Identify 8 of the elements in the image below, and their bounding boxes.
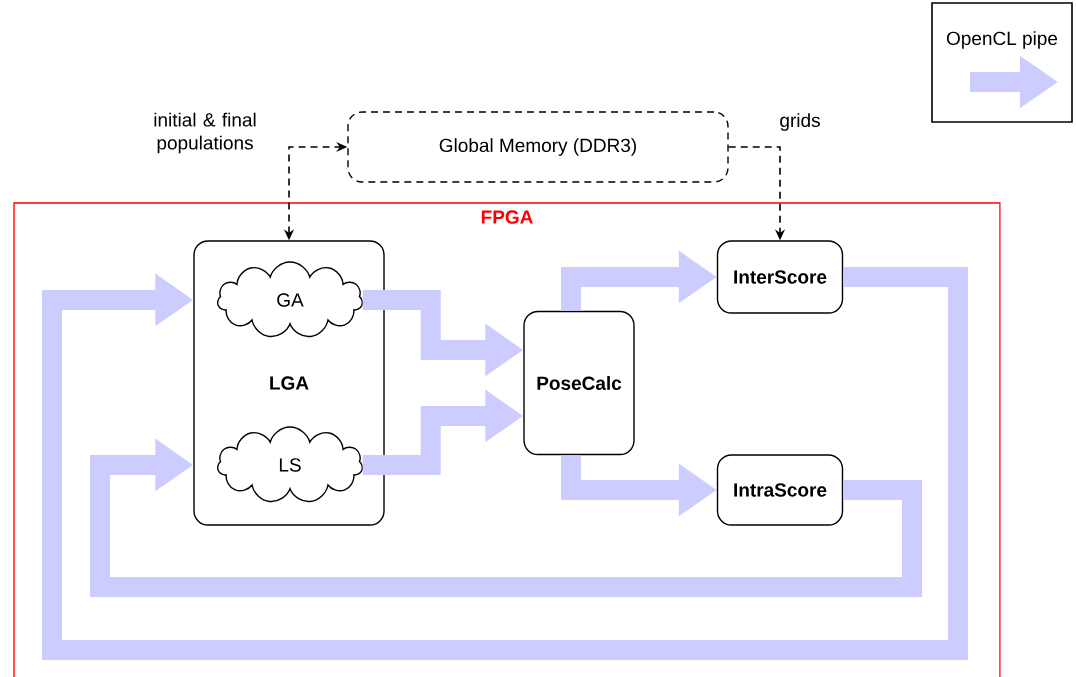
legend-box: OpenCL pipe — [931, 2, 1073, 123]
process-box: PoseCalc — [523, 310, 635, 456]
process-box: IntraScore — [716, 454, 844, 526]
process-box: InterScore — [716, 240, 844, 314]
edge-label: grids — [780, 113, 820, 131]
pipe-arrow — [42, 267, 968, 660]
edge-label: initial & final populations — [154, 112, 256, 154]
memory-box: Global Memory (DDR3) — [347, 111, 729, 183]
